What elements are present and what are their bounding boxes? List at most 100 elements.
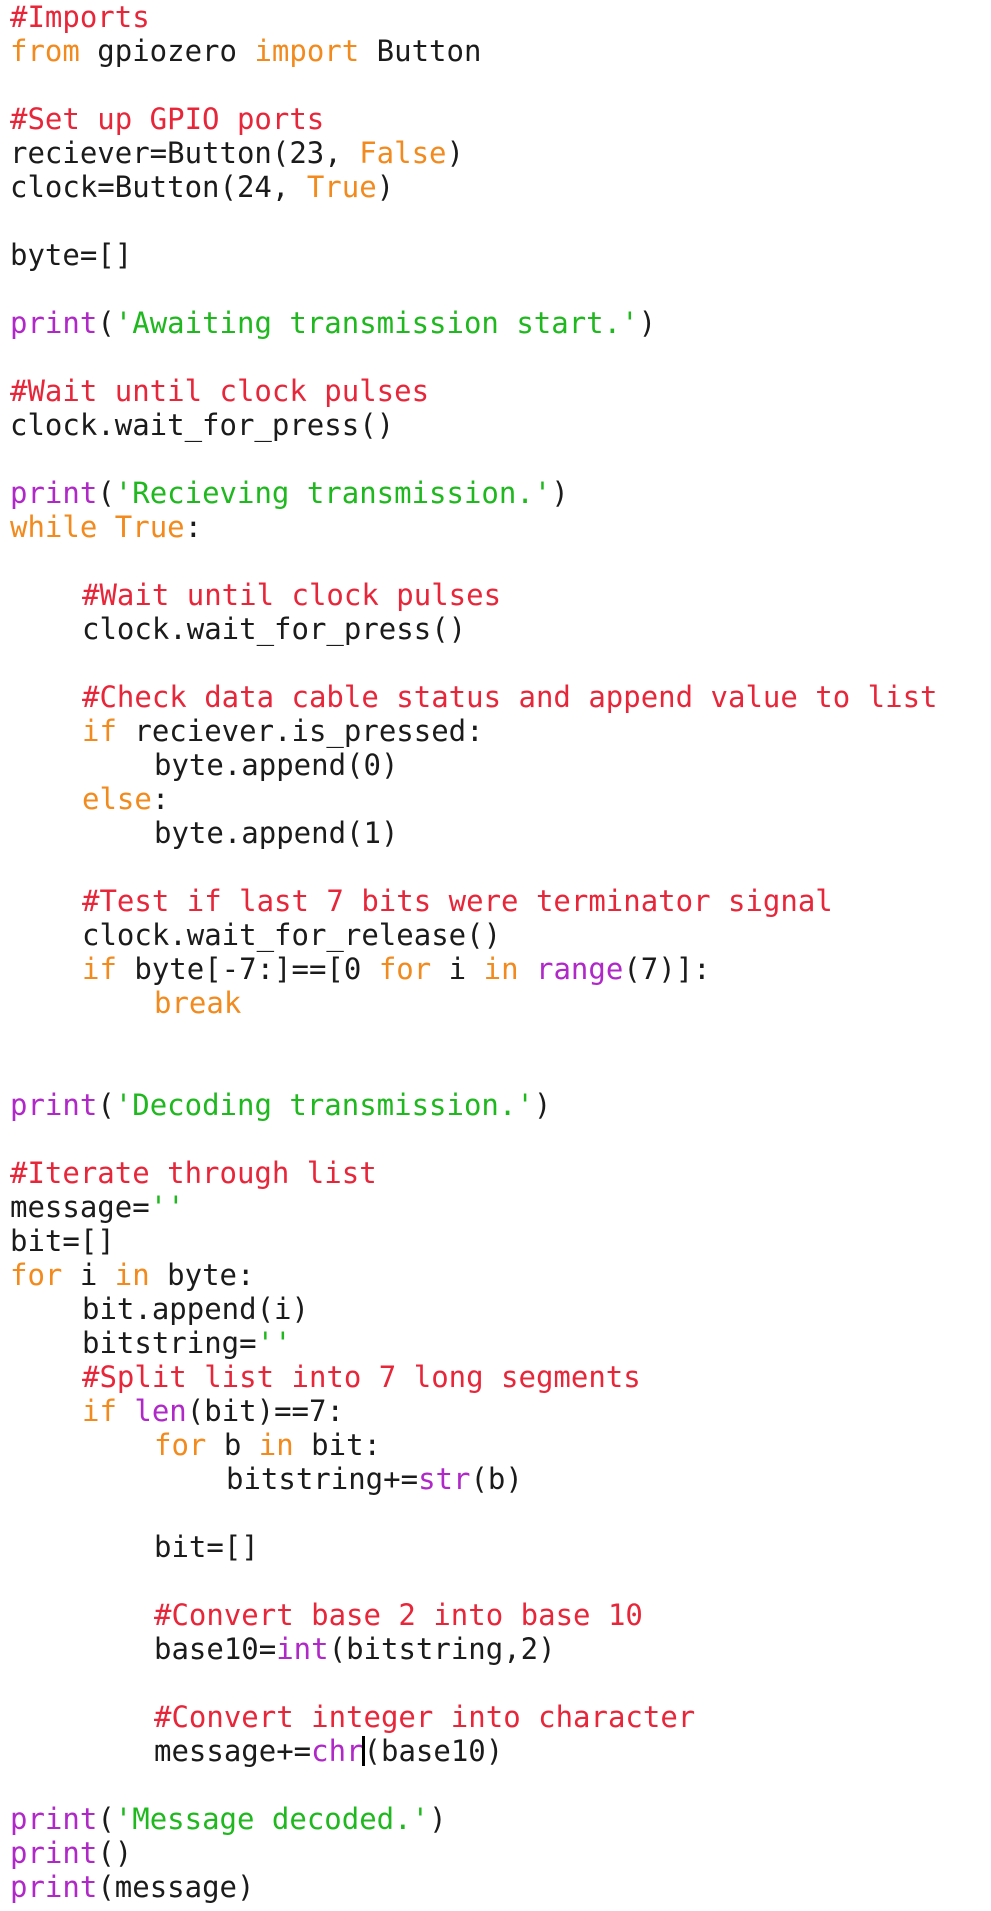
code-token-plain: Button [359,34,482,68]
code-line[interactable]: #Check data cable status and append valu… [82,680,938,714]
code-line[interactable]: byte.append(1) [154,816,398,850]
code-token-plain: ( [97,1088,115,1122]
code-line[interactable]: if byte[-7:]==[0 for i in range(7)]: [82,952,711,986]
code-line[interactable]: clock=Button(24, True) [10,170,394,204]
code-token-plain: ) [638,306,657,340]
code-line[interactable]: base10=int(bitstring,2) [154,1632,556,1666]
code-line[interactable]: else: [82,782,169,816]
code-line[interactable]: #Test if last 7 bits were terminator sig… [82,884,833,918]
code-token-plain: bitstring= [82,1326,257,1360]
code-token-plain: ) [551,476,569,510]
code-line[interactable]: for b in bit: [154,1428,381,1462]
code-token-builtin: print [10,1870,98,1904]
code-token-builtin: print [10,476,98,510]
code-token-plain: ) [376,170,395,204]
code-token-plain: ) [446,136,464,170]
code-token-keyword: for [10,1258,63,1292]
code-token-keyword: else [82,782,152,816]
code-token-plain: ( [97,476,115,510]
code-token-keyword: if [82,1394,117,1428]
code-line[interactable]: bit=[] [154,1530,259,1564]
code-token-keyword: break [154,986,242,1020]
code-line[interactable]: print('Recieving transmission.') [10,476,569,510]
code-line[interactable]: #Set up GPIO ports [10,102,324,136]
code-line[interactable]: if reciever.is_pressed: [82,714,484,748]
code-line[interactable]: clock.wait_for_release() [82,918,501,952]
code-line[interactable]: for i in byte: [10,1258,254,1292]
code-token-comment: #Convert base 2 into base 10 [154,1598,643,1632]
code-token-plain: clock=Button(24, [10,170,307,204]
code-token-comment: #Test if last 7 bits were terminator sig… [82,884,833,918]
code-token-builtin: print [10,306,98,340]
code-line[interactable]: print() [10,1836,132,1870]
code-token-plain: bit=[] [154,1530,259,1564]
code-token-plain: (bit)==7: [186,1394,344,1428]
code-token-comment: #Wait until clock pulses [10,374,430,408]
code-token-plain: ) [485,1734,504,1768]
code-token-plain: byte[-7:]==[0 [116,952,379,986]
code-token-keyword: in [114,1258,150,1292]
code-token-plain: (base10 [363,1734,486,1768]
code-line[interactable]: bit=[] [10,1224,115,1258]
code-line[interactable]: from gpiozero import Button [10,34,481,68]
code-token-plain: (7)]: [623,952,711,986]
code-line[interactable]: message+=chr(base10) [154,1734,503,1768]
code-token-plain [117,1394,134,1428]
code-token-keyword: True [306,170,377,204]
code-token-keyword: True [114,510,185,544]
code-line[interactable]: break [154,986,241,1020]
code-token-plain: (bitstring,2) [328,1632,556,1666]
code-line[interactable]: while True: [10,510,202,544]
code-line[interactable]: print('Message decoded.') [10,1802,447,1836]
code-token-builtin: print [10,1836,98,1870]
code-token-string: 'Decoding transmission.' [114,1088,534,1122]
code-line[interactable]: #Convert integer into character [154,1700,695,1734]
code-token-plain: clock.wait_for_press() [10,408,395,442]
code-line[interactable]: byte=[] [10,238,132,272]
code-token-builtin: print [10,1088,98,1122]
code-token-string: '' [149,1190,185,1224]
code-token-builtin: chr [311,1734,364,1768]
code-token-keyword: import [254,34,360,68]
code-line[interactable]: #Imports [10,0,150,34]
code-token-plain: (message) [97,1870,255,1904]
code-line[interactable]: bitstring='' [82,1326,292,1360]
code-token-plain: byte.append(0) [154,748,399,782]
code-token-plain: bit.append(i) [82,1292,309,1326]
code-line[interactable]: if len(bit)==7: [82,1394,344,1428]
code-line[interactable]: #Iterate through list [10,1156,377,1190]
code-line[interactable]: print('Decoding transmission.') [10,1088,551,1122]
code-token-comment: #Set up GPIO ports [10,102,325,136]
code-line[interactable]: print(message) [10,1870,254,1904]
code-token-string: '' [256,1326,292,1360]
code-line[interactable]: clock.wait_for_press() [82,612,466,646]
code-token-keyword: False [359,136,447,170]
code-token-plain: bit: [293,1428,382,1462]
code-line[interactable]: #Split list into 7 long segments [82,1360,641,1394]
code-token-plain: byte=[] [10,238,133,272]
code-line[interactable]: byte.append(0) [154,748,398,782]
code-token-plain: reciever.is_pressed: [116,714,484,748]
code-token-builtin: len [134,1394,187,1428]
code-token-plain: i [431,952,484,986]
code-line[interactable]: bitstring+=str(b) [226,1462,523,1496]
code-token-plain: (b) [470,1462,523,1496]
code-line[interactable]: bit.append(i) [82,1292,309,1326]
code-token-plain: ) [429,1802,447,1836]
code-line[interactable]: clock.wait_for_press() [10,408,394,442]
text-cursor [361,1736,365,1766]
code-token-plain: ) [533,1088,552,1122]
code-line[interactable]: #Wait until clock pulses [10,374,429,408]
code-token-keyword: for [378,952,432,986]
code-line[interactable]: reciever=Button(23, False) [10,136,464,170]
code-token-comment: #Convert integer into character [154,1700,696,1734]
code-token-keyword: if [82,714,117,748]
code-token-plain: message= [10,1190,150,1224]
code-token-keyword: if [82,952,117,986]
code-line[interactable]: message='' [10,1190,185,1224]
code-line[interactable]: #Convert base 2 into base 10 [154,1598,643,1632]
code-line[interactable]: print('Awaiting transmission start.') [10,306,656,340]
code-token-builtin: print [10,1802,98,1836]
code-line[interactable]: #Wait until clock pulses [82,578,501,612]
